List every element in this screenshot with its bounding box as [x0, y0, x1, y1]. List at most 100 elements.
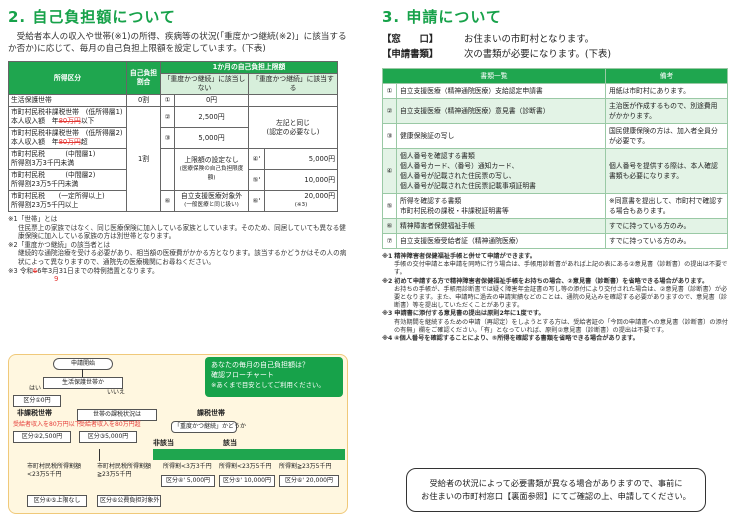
footnote: ※1 精神障害者保健福祉手帳と併せて申請ができます。	[382, 253, 732, 261]
flow-result-4: 区分④' 5,000円	[161, 475, 215, 487]
section-title-self-payment: 2. 自己負担額について	[8, 8, 176, 26]
header-not-severe: 「重度かつ継続」に該当しない	[160, 73, 249, 95]
row-class-line: 市町村民税 (中間層2)	[11, 171, 96, 179]
table-row: ② 自立支援医療（精神通院医療）意見書（診断書） 主治医が作成するもので、別途費…	[382, 98, 728, 124]
row-class: 生活保護世帯	[8, 94, 127, 107]
row-num: ③	[160, 127, 175, 149]
flowchart: 申請開始 生活保護世帯か はい いいえ 区分①0円 あなたの毎月の自己負担額は？…	[8, 354, 348, 514]
row-class-line: 市町村民税 (一定所得以上)	[11, 192, 105, 200]
flow-t2: 所得割<23万5千円	[219, 463, 272, 470]
table-row: ⑤ 所得を確認する書類 市町村民税の課税・非課税証明書等 ※同意書を提出して、市…	[382, 193, 728, 219]
special-amount: 20,000円	[304, 192, 335, 200]
row-class-line: 本人収入額 年80万円超	[11, 138, 124, 147]
doc-note: 主治医が作成するもので、別途費用がかかります。	[605, 98, 728, 124]
row-value-severe: 20,000円 (※3)	[264, 190, 338, 212]
docs-value: 次の書類が必要になります。(下表)	[464, 49, 612, 60]
flow-result-3: 区分③5,000円	[79, 431, 137, 443]
row-num-severe: ⑤'	[248, 169, 265, 191]
row-num-severe: ④'	[248, 148, 265, 170]
doc-name: 健康保険証の写し	[396, 123, 606, 149]
note-body: 住民票上の家族ではなく、同じ医療保険に加入している家族としています。そのため、同…	[18, 223, 346, 241]
footnote-mark: ※3	[382, 310, 393, 318]
footnote-mark: ※2	[382, 277, 393, 285]
row-value-severe: 5,000円	[264, 148, 338, 170]
table-row: ③ 健康保険証の写し 国民健康保険の方は、加入者全員分が必要です。	[382, 123, 728, 149]
note-prefix: ※3 令和	[8, 266, 34, 275]
balloon-question: あなたの毎月の自己負担額は？	[211, 361, 309, 369]
row-class: 市町村民税非課税世帯 (低所得層2) 本人収入額 年80万円超	[8, 127, 127, 149]
balloon-subtitle: 確認フローチャート	[211, 371, 274, 379]
flow-result-2: 区分②2,500円	[13, 431, 71, 443]
flow-result-a: 区分④⑤上限なし	[27, 495, 87, 507]
table-row: ⑥ 精神障害者保健福祉手帳 すでに持っている方のみ。	[382, 218, 728, 234]
table-row: 生活保護世帯 0割 ① 0円	[8, 94, 338, 107]
callout-line: お住まいの市町村窓口【裏面参照】にてご確認の上、申請してください。	[421, 491, 691, 501]
corrected-year: 9	[54, 275, 59, 284]
row-class-line: 所得割23万5千円未満	[11, 180, 79, 188]
doc-name: 個人番号を確認する書類 個人番号カード、（番号）通知カード、 個人番号が記載され…	[396, 148, 606, 194]
doc-name: 自立支援医療（精神通院医療）支給認定申請書	[396, 83, 606, 99]
row-class: 市町村民税 (中間層1) 所得割3万3千円未満	[8, 148, 127, 170]
note-title: ※3 令和66年3月31日までの特例措置となります。	[8, 267, 348, 276]
row-value: 上限額の設定なし (医療保険の自己負担限度額)	[174, 148, 249, 191]
doc-num: ①	[382, 83, 397, 99]
row-class-line: 所得割23万5千円以上	[11, 201, 79, 209]
struck-amount: 80万円	[58, 138, 81, 146]
flow-t1: 所得割<3万3千円	[163, 463, 212, 470]
doc-note: すでに持っている方のみ。	[605, 233, 728, 249]
note-suffix: 6年3月31日までの特例措置となります。	[37, 266, 159, 275]
table-notes: ※1「世帯」とは 住民票上の家族ではなく、同じ医療保険に加入している家族としてい…	[8, 215, 348, 284]
footnote-body: 手帳の交付申請と本申請を同時に行う場合は、手帳用診断書があれば上記の表にある②意…	[394, 261, 728, 277]
table-row: 市町村民税 (中間層2) 所得割23万5千円未満 ⑤' 10,000円	[8, 169, 338, 191]
flow-tier-b: 市町村民税所得割額≧23万5千円	[97, 463, 152, 478]
docs-row: 【申請書類】次の書類が必要になります。(下表)	[382, 47, 732, 62]
no-limit-sub: (医療保険の自己負担限度額)	[179, 166, 244, 181]
row-class-prefix: 本人収入額 年	[11, 117, 59, 125]
header-doc-note: 備考	[605, 68, 728, 84]
flow-yes: はい	[29, 385, 42, 392]
same-note: 左記と同じ	[276, 118, 310, 127]
doc-num: ③	[382, 123, 397, 149]
header-income-class: 所得区分	[8, 61, 127, 95]
application-info: 【窓 口】お住まいの市町村となります。 【申請書類】次の書類が必要になります。(…	[382, 32, 732, 62]
header-doc-list: 書類一覧	[382, 68, 606, 84]
doc-name: 所得を確認する書類 市町村民税の課税・非課税証明書等	[396, 193, 606, 219]
doc-note: 国民健康保険の方は、加入者全員分が必要です。	[605, 123, 728, 149]
footnote-title: 精神障害者保健福祉手帳と併せて申請ができます。	[394, 253, 536, 260]
footnote-mark: ※4	[382, 335, 393, 343]
row-class-prefix: 本人収入額 年	[11, 138, 59, 146]
doc-num: ⑥	[382, 218, 397, 234]
row-value-severe: 10,000円	[264, 169, 338, 191]
footnote-title: 初めて申請する方で精神障害者保健福祉手帳をお持ちの場合、②意見書（診断書）を省略…	[394, 277, 709, 285]
callout-line: 受給者の状況によって必要書類が異なる場合がありますので、事前に	[429, 478, 683, 488]
note-title: ※1「世帯」とは	[8, 215, 58, 223]
doc-num: ⑤	[382, 193, 397, 219]
row-value: 0円	[174, 94, 249, 107]
table-row: 市町村民税 (中間層1) 所得割3万3千円未満 上限額の設定なし (医療保険の自…	[8, 148, 338, 191]
row-num: ②	[160, 106, 175, 128]
header-ratio: 自己負担割合	[126, 61, 161, 95]
row-num	[160, 148, 175, 191]
doc-num: ⑦	[382, 233, 397, 249]
doc-name: 自立支援医療（精神通院医療）意見書（診断書）	[396, 98, 606, 124]
section-title-application: 3. 申請について	[382, 8, 502, 26]
footnote-title: ④個人番号を確認することにより、⑤所得を確認する書類を省略できる場合があります。	[394, 335, 639, 343]
row-num: ⑥	[160, 190, 175, 212]
note-body: 継続的な通院治療を受ける必要があり、相当額の医療費がかかる方となります。該当する…	[18, 249, 347, 266]
row-class-line: 市町村民税非課税世帯 (低所得層2)	[11, 129, 123, 137]
flow-cat-taxed: 課税世帯	[197, 409, 225, 417]
footnote: ※3 申請書に添付する意見書の提出は原則2年に1度です。	[382, 310, 732, 318]
table-row: 市町村民税 (一定所得以上) 所得割23万5千円以上 ⑥ 自立支援医療対象外 (…	[8, 190, 338, 212]
flow-q-severe: 「重度かつ継続」かどうか	[171, 421, 246, 433]
row-value: 5,000円	[174, 127, 249, 149]
footnote: ※4 ④個人番号を確認することにより、⑤所得を確認する書類を省略できる場合があり…	[382, 335, 732, 343]
section-application: 3. 申請について 【窓 口】お住まいの市町村となります。 【申請書類】次の書類…	[382, 6, 732, 518]
flow-applicable: 該当	[223, 439, 237, 447]
window-key: 【窓 口】	[382, 34, 439, 45]
flow-connector	[82, 369, 83, 377]
notice-callout: 受給者の状況によって必要書類が異なる場合がありますので、事前に お住まいの市町村…	[406, 468, 706, 512]
row-ratio: 1割	[126, 106, 161, 212]
flow-severe-bar	[153, 449, 345, 460]
row-value: 自立支援医療対象外 (一般医療と同じ扱い)	[174, 190, 249, 212]
struck-year: 6	[33, 266, 38, 275]
